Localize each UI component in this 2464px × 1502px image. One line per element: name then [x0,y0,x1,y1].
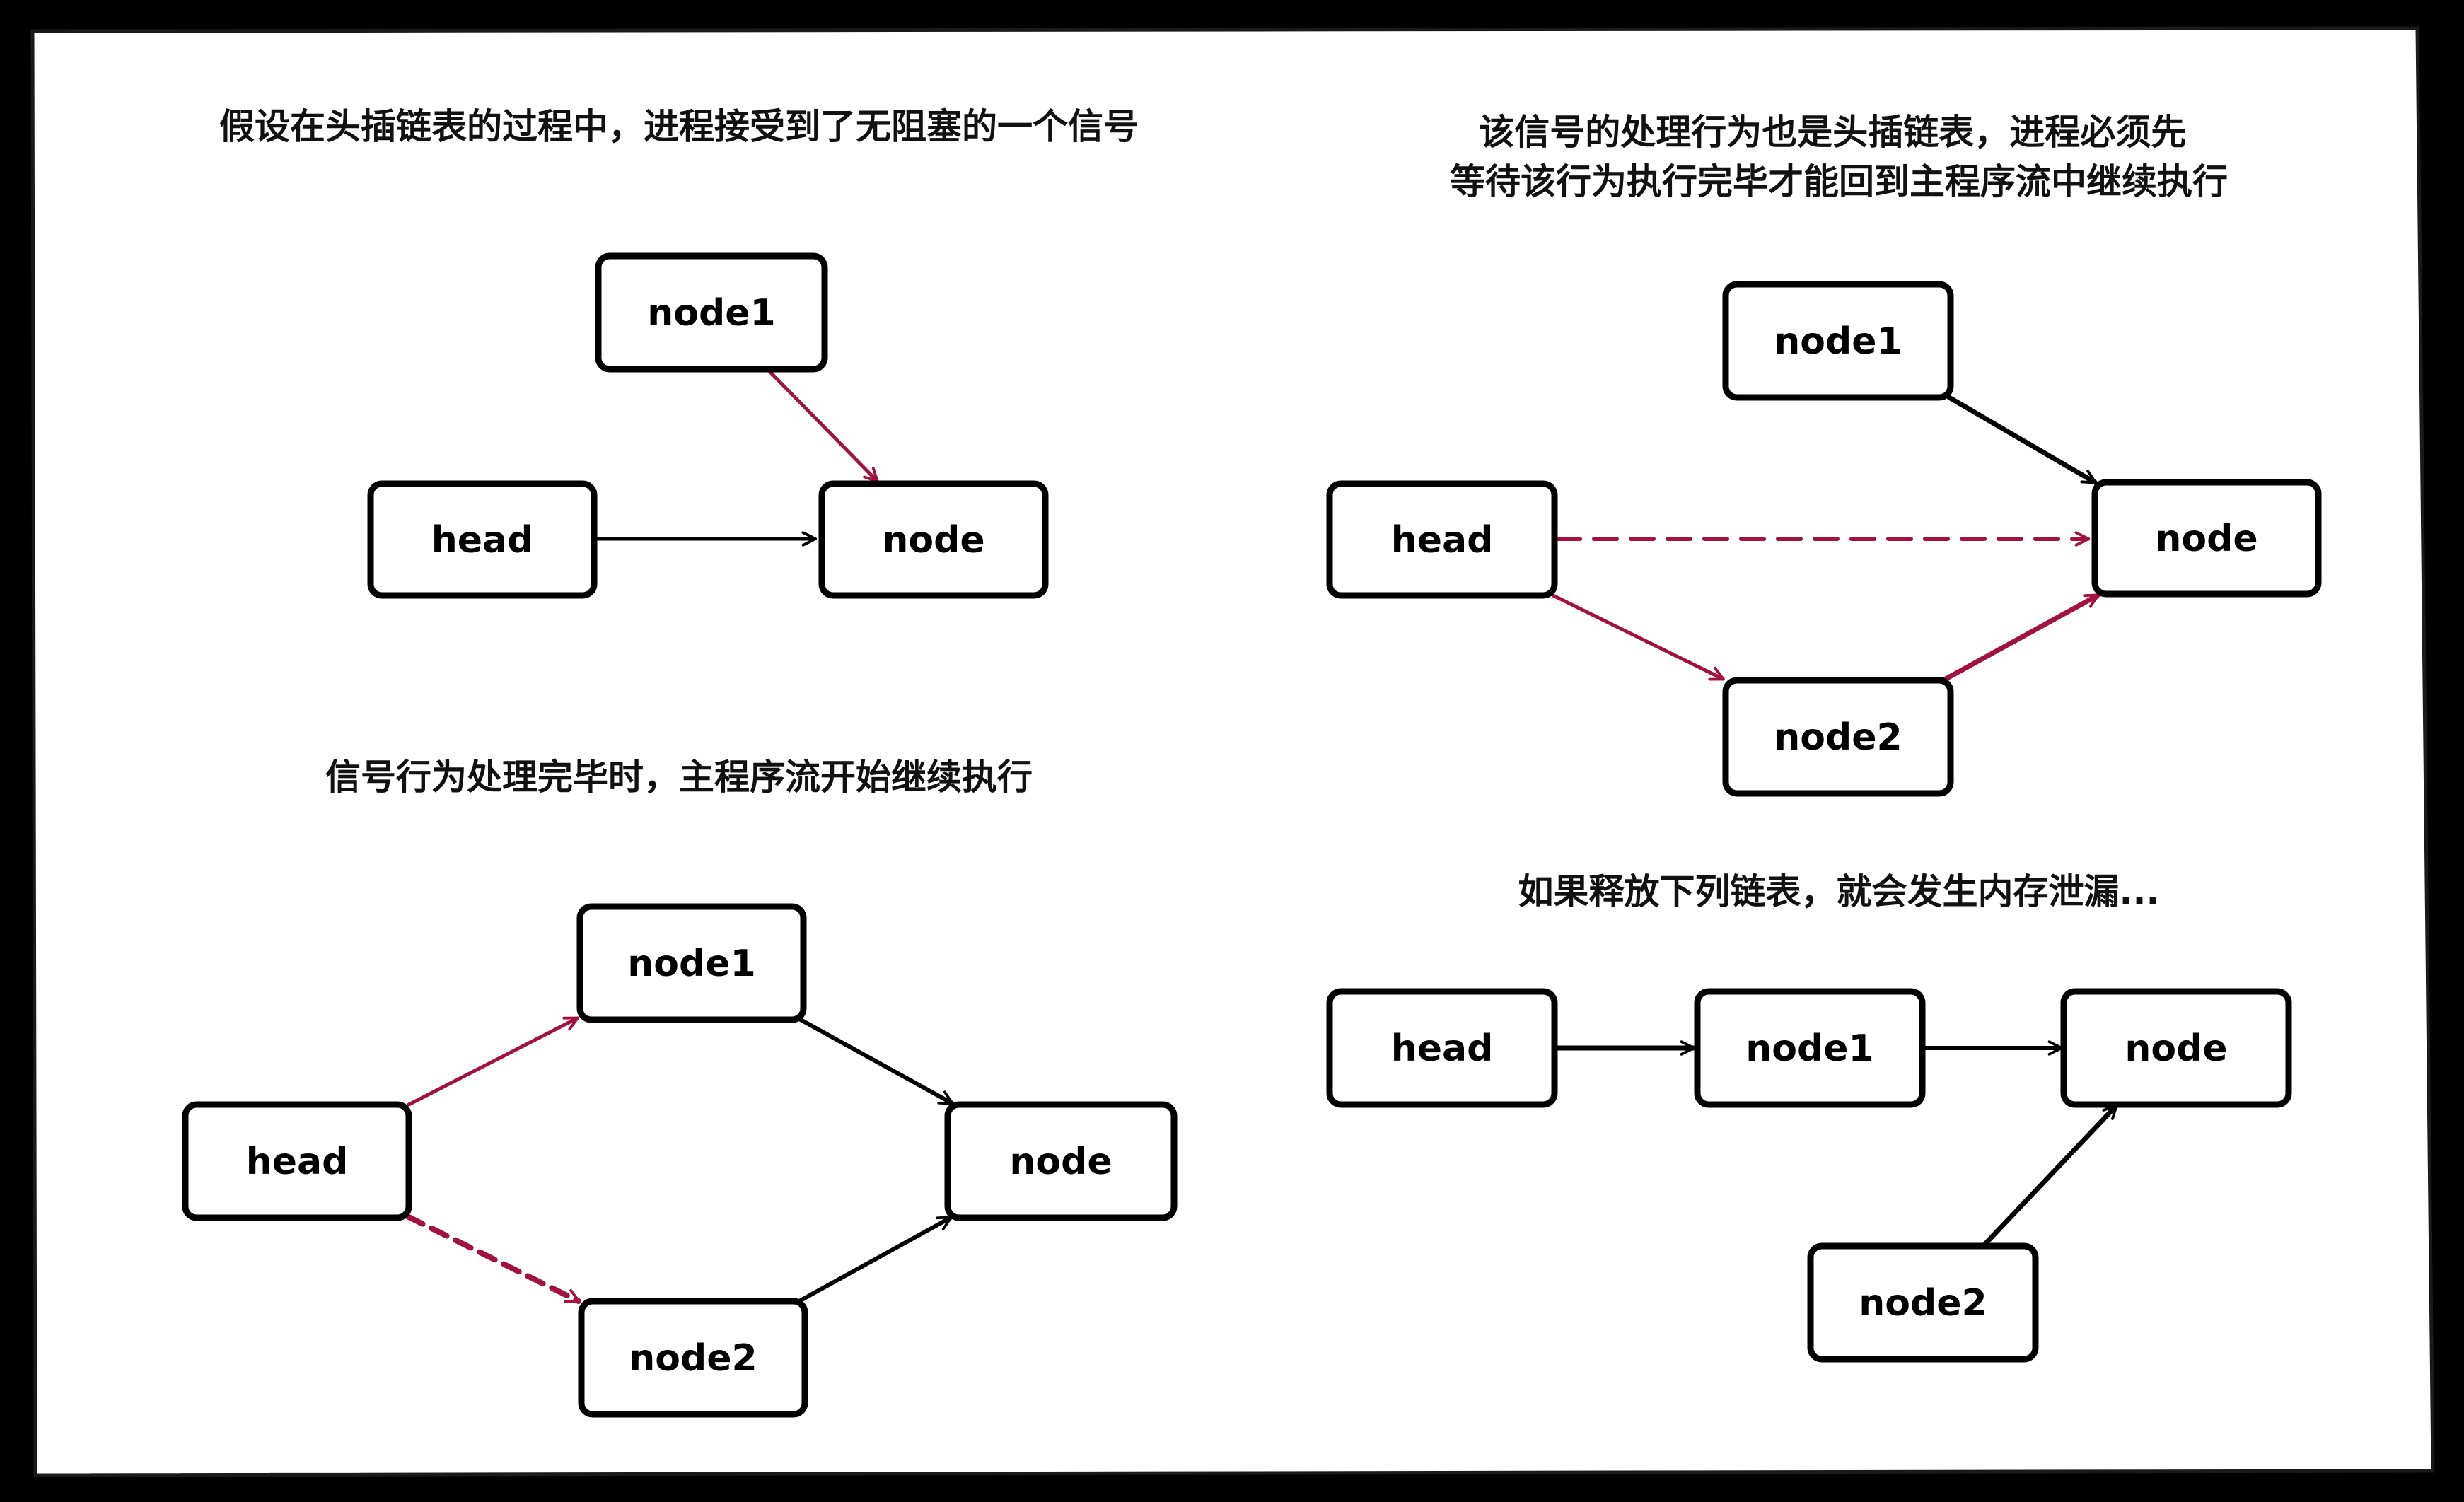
panel-3-caption-line-1: 信号行为处理完毕时，主程序流开始继续执行 [325,757,1033,798]
panel-2-node-node2-box [1722,677,1954,797]
panel-2-node-head-box [1326,480,1558,599]
panel-2-node-node-label: node [2155,518,2257,560]
panel-3-node-node-label: node [1009,1141,1112,1183]
panel-1-node-node1-label: node1 [647,292,775,334]
panel-4-node-node1-label: node1 [1745,1027,1873,1070]
panel-1-node-head-box [367,480,598,599]
panel-1-caption-line-1: 假设在头插链表的过程中，进程接受到了无阻塞的一个信号 [219,106,1139,147]
panel-3-node-node2-box [578,1298,808,1418]
panel-3: 信号行为处理完毕时，主程序流开始继续执行 node1 head node nod… [182,757,1178,1418]
panel-2-node-head: head [1326,480,1558,599]
panel-4: 如果释放下列链表，就会发生内存泄漏... head node1 node nod… [1326,871,2292,1363]
panel-3-edge-head-to-node1 [407,1016,579,1107]
panel-3-node-node2: node2 [578,1298,808,1418]
panel-4-node-node2-label: node2 [1859,1282,1987,1325]
panel-3-node-head-label: head [246,1141,349,1183]
panel-3-node-node: node [944,1101,1178,1221]
panel-4-node-head-label: head [1391,1027,1494,1070]
panel-2-edge-node1-to-node [1946,395,2098,485]
panel-2-caption: 该信号的处理行为也是头插链表，进程必须先 等待该行为执行完毕才能回到主程序流中继… [1450,112,2228,202]
panel-1-node-head: head [367,480,598,599]
panel-1-edge-node1-to-node [765,367,879,483]
panel-1: 假设在头插链表的过程中，进程接受到了无阻塞的一个信号 node1 head no… [219,106,1139,599]
panel-2: 该信号的处理行为也是头插链表，进程必须先 等待该行为执行完毕才能回到主程序流中继… [1326,112,2322,797]
panel-1-node-node-box [818,480,1049,599]
panel-1-caption: 假设在头插链表的过程中，进程接受到了无阻塞的一个信号 [219,106,1139,147]
panel-2-caption-line-1: 该信号的处理行为也是头插链表，进程必须先 [1479,112,2186,153]
panel-4-edges [1554,1040,2119,1247]
panel-4-caption-line-1: 如果释放下列链表，就会发生内存泄漏... [1518,871,2160,912]
panel-3-node-node2-label: node2 [629,1337,757,1380]
panel-2-node-node1-box [1722,281,1954,401]
panel-1-node-node1-box [595,252,828,373]
panel-3-node-head-box [182,1101,412,1221]
panel-2-caption-line-2: 等待该行为执行完毕才能回到主程序流中继续执行 [1450,161,2228,202]
panel-2-node-node2-label: node2 [1774,716,1902,759]
panel-2-node-node-box [2091,479,2322,598]
panel-3-edge-node2-to-node [797,1216,953,1303]
panel-1-node-node: node [818,480,1049,599]
panel-3-node-node1-label: node1 [627,943,755,985]
panel-4-caption: 如果释放下列链表，就会发生内存泄漏... [1518,871,2160,912]
panel-2-node-node2: node2 [1722,677,1954,797]
panel-4-node-node1: node1 [1694,988,1926,1108]
panel-3-node-node1-box [576,903,807,1023]
panel-3-edges [405,1016,954,1304]
panel-4-node-node: node [2060,988,2292,1108]
panel-2-edges [1551,395,2100,685]
panel-2-node-node: node [2091,479,2322,598]
panel-2-node-node1: node1 [1722,281,1954,401]
panel-2-edge-node2-to-node [1938,593,2100,685]
panel-3-node-node1: node1 [576,903,807,1023]
panel-3-node-node-box [944,1101,1178,1221]
panel-4-node-head-box [1326,988,1558,1108]
panel-4-node-node-label: node [2125,1027,2227,1070]
sketch-panel [30,26,2435,1477]
panel-3-caption: 信号行为处理完毕时，主程序流开始继续执行 [325,757,1033,798]
panel-3-edge-head-to-node2 [405,1213,581,1304]
panel-4-node-node2: node2 [1807,1242,2039,1363]
panel-2-node-head-label: head [1391,519,1494,561]
panel-2-edge-head-to-node2 [1551,593,1725,681]
panel-4-node-head: head [1326,988,1558,1108]
panel-4-node-node-box [2060,988,2292,1108]
panel-3-edge-node1-to-node [798,1018,954,1105]
panel-1-node-node-label: node [882,519,984,561]
panel-1-node-head-label: head [431,519,534,561]
panel-3-node-head: head [182,1101,412,1221]
panel-1-edges [595,367,879,547]
panel-4-edge-node2-to-node [1982,1103,2119,1247]
panel-2-node-node1-label: node1 [1774,320,1902,363]
panel-4-node-node2-box [1807,1242,2039,1363]
panel-4-node-node1-box [1694,988,1926,1108]
panel-1-node-node1: node1 [595,252,828,373]
